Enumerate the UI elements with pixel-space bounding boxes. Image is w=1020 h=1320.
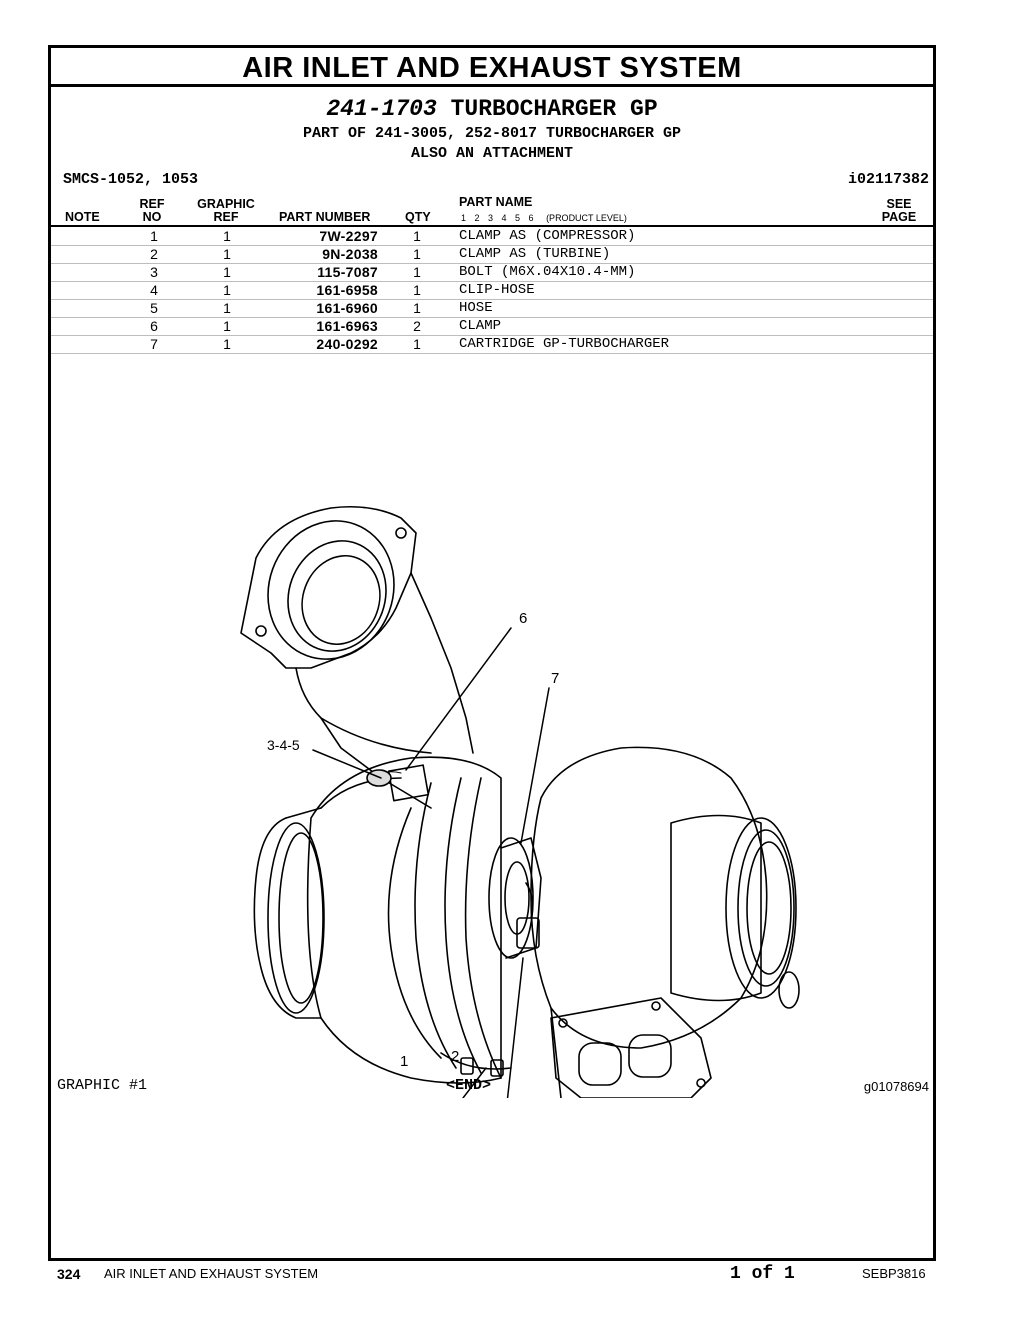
col-see-top: SEE xyxy=(886,197,912,211)
table-row: 3 1 115-7087 1 BOLT (M6X.04X10.4-MM) xyxy=(51,263,933,282)
page-number: 324 xyxy=(57,1266,81,1282)
graphic-ref: 1 xyxy=(223,246,231,262)
compressor-housing xyxy=(253,756,502,1084)
graphic-ref: 1 xyxy=(223,228,231,244)
section-title: AIR INLET AND EXHAUST SYSTEM xyxy=(51,48,933,87)
page-count: 1 of 1 xyxy=(730,1264,795,1284)
callout-6: 6 xyxy=(519,610,527,627)
part-number: 9N-2038 xyxy=(322,246,378,262)
ref-no: 6 xyxy=(150,318,158,334)
header-rule xyxy=(51,225,933,227)
part-number: 161-6958 xyxy=(316,282,378,298)
product-levels: 1 2 3 4 5 6 (PRODUCT LEVEL) xyxy=(461,213,627,223)
graphic-ref: 1 xyxy=(223,300,231,316)
part-of-line: PART OF 241-3005, 252-8017 TURBOCHARGER … xyxy=(302,125,682,142)
table-row: 4 1 161-6958 1 CLIP-HOSE xyxy=(51,281,933,300)
graphic-label: GRAPHIC #1 xyxy=(57,1077,148,1094)
part-name: CLAMP AS (TURBINE) xyxy=(459,246,611,262)
group-number: 241-1703 xyxy=(326,96,437,122)
group-name: TURBOCHARGER GP xyxy=(450,96,658,122)
callout-3-4-5: 3-4-5 xyxy=(267,737,300,753)
col-qty: QTY xyxy=(405,210,431,224)
inlet-elbow xyxy=(240,505,474,809)
col-see-page: SEE PAGE xyxy=(877,198,921,224)
attachment-line: ALSO AN ATTACHMENT xyxy=(410,145,574,162)
col-ref-top: REF xyxy=(139,197,165,211)
ref-no: 4 xyxy=(150,282,158,298)
col-graphic-top: GRAPHIC xyxy=(197,197,255,211)
part-number: 161-6960 xyxy=(316,300,378,316)
callout-7: 7 xyxy=(551,670,559,687)
page-frame: AIR INLET AND EXHAUST SYSTEM 241-1703 TU… xyxy=(48,45,936,1261)
ref-no: 2 xyxy=(150,246,158,262)
part-name: CLAMP xyxy=(459,318,502,334)
ref-no: 1 xyxy=(150,228,158,244)
col-ref-bottom: NO xyxy=(142,210,162,224)
qty: 1 xyxy=(413,264,421,280)
graphic-ref: 1 xyxy=(223,318,231,334)
qty: 1 xyxy=(413,246,421,262)
table-row: 7 1 240-0292 1 CARTRIDGE GP-TURBOCHARGER xyxy=(51,335,933,354)
group-title: 241-1703 TURBOCHARGER GP xyxy=(51,96,933,122)
part-number: 240-0292 xyxy=(316,336,378,352)
leader-lines xyxy=(312,627,550,1098)
callout-1: 1 xyxy=(400,1053,409,1070)
callout-2: 2 xyxy=(451,1048,460,1065)
part-number: 161-6963 xyxy=(316,318,378,334)
qty: 1 xyxy=(413,282,421,298)
col-note: NOTE xyxy=(65,210,100,224)
col-graphic: GRAPHIC REF xyxy=(191,198,261,224)
end-marker: <END> xyxy=(446,1077,492,1094)
ref-no: 7 xyxy=(150,336,158,352)
part-name: CLIP-HOSE xyxy=(459,282,535,298)
part-name: CARTRIDGE GP-TURBOCHARGER xyxy=(459,336,670,352)
graphic-ref: 1 xyxy=(223,336,231,352)
table-row: 2 1 9N-2038 1 CLAMP AS (TURBINE) xyxy=(51,245,933,264)
qty: 2 xyxy=(413,318,421,334)
part-name: BOLT (M6X.04X10.4-MM) xyxy=(459,264,636,280)
col-part-name: PART NAME xyxy=(459,195,533,209)
table-row: 1 1 7W-2297 1 CLAMP AS (COMPRESSOR) xyxy=(51,227,933,246)
qty: 1 xyxy=(413,336,421,352)
turbocharger-illustration: 6 7 3-4-5 xyxy=(240,505,800,1098)
ref-no: 5 xyxy=(150,300,158,316)
qty: 1 xyxy=(413,300,421,316)
graphic-ref: 1 xyxy=(223,264,231,280)
graphic-number: g01078694 xyxy=(863,1079,929,1094)
qty: 1 xyxy=(413,228,421,244)
part-name: HOSE xyxy=(459,300,493,316)
part-number: 115-7087 xyxy=(317,264,378,280)
col-ref: REF NO xyxy=(137,198,167,224)
illustration-ref: i02117382 xyxy=(847,171,929,188)
ref-no: 3 xyxy=(150,264,158,280)
table-row: 5 1 161-6960 1 HOSE xyxy=(51,299,933,318)
product-level-numbers: 1 2 3 4 5 6 xyxy=(461,213,534,223)
smcs-code: SMCS-1052, 1053 xyxy=(63,171,199,188)
part-name: CLAMP AS (COMPRESSOR) xyxy=(459,228,636,244)
col-see-bottom: PAGE xyxy=(881,210,917,224)
col-part-number: PART NUMBER xyxy=(279,210,371,224)
turbine-inlet-flange xyxy=(550,997,712,1098)
v-band-clamps xyxy=(440,1052,512,1077)
table-row: 6 1 161-6963 2 CLAMP xyxy=(51,317,933,336)
product-level-tag: (PRODUCT LEVEL) xyxy=(546,213,627,223)
part-number: 7W-2297 xyxy=(319,228,378,244)
doc-number: SEBP3816 xyxy=(862,1266,926,1281)
graphic-ref: 1 xyxy=(223,282,231,298)
footer-section: AIR INLET AND EXHAUST SYSTEM xyxy=(104,1266,319,1281)
col-graphic-bottom: REF xyxy=(213,210,239,224)
turbine-housing xyxy=(530,746,800,1098)
